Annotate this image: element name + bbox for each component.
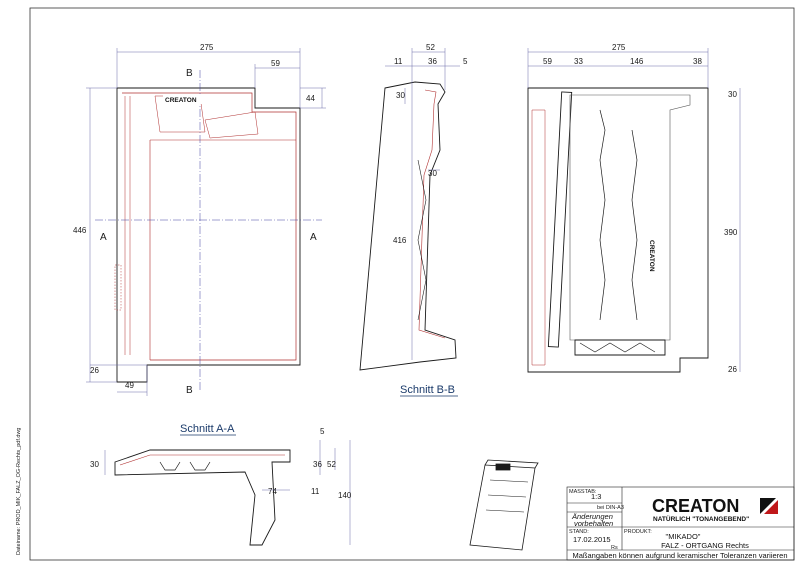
us-dim-b: 33	[574, 57, 583, 66]
date-value: 17.02.2015	[573, 535, 611, 544]
bb-dim-a: 11	[394, 57, 403, 66]
product-sub: FALZ - ORTGANG Rechts	[661, 541, 749, 550]
brand-mark-icon	[760, 498, 778, 514]
us-dim-width: 275	[612, 43, 626, 52]
section-bb-view	[359, 81, 457, 371]
section-mark-b-top: B	[186, 68, 193, 79]
section-mark-a-right: A	[310, 232, 317, 243]
underside-view	[527, 87, 709, 373]
plan-dimensions	[86, 48, 326, 396]
aa-dim-d: 11	[311, 487, 320, 496]
footer-note: Maßangaben können aufgrund keramischer T…	[573, 551, 788, 560]
bb-dim-b: 36	[428, 57, 437, 66]
us-dim-height: 390	[724, 228, 738, 237]
plan-view	[95, 70, 322, 390]
bb-dim-c: 5	[463, 57, 468, 66]
aa-dim-left: 30	[90, 460, 99, 469]
section-bb-title: Schnitt B-B	[400, 384, 455, 396]
product-name: "MIKADO"	[666, 532, 701, 541]
brand-slogan: NATÜRLICH "TONANGEBEND"	[653, 514, 749, 523]
date-label: STAND:	[569, 529, 589, 535]
plan-dim-bottom-left: 49	[125, 381, 134, 390]
section-aa-view	[114, 449, 291, 546]
tile-perspective	[469, 459, 539, 551]
aa-dim-depth: 140	[338, 491, 352, 500]
initials: Rs	[611, 545, 618, 551]
aa-dim-a: 36	[313, 460, 322, 469]
section-mark-a-left: A	[100, 232, 107, 243]
us-dim-c: 146	[630, 57, 644, 66]
file-name-text: Dateiname: PROD_MIK_FALZ_OG-Rechts_pdf.d…	[16, 428, 22, 555]
aa-dim-b: 52	[327, 460, 336, 469]
bb-dim-mid: 30	[428, 169, 437, 178]
plan-dim-right-step: 44	[306, 94, 315, 103]
plan-logo: CREATON	[165, 97, 197, 104]
aa-dim-c: 74	[268, 487, 277, 496]
scale-note: bei DIN-A3	[597, 505, 624, 511]
plan-dim-width: 275	[200, 43, 214, 52]
aa-dim-top: 5	[320, 427, 325, 436]
changes-line-2: vorbehalten	[574, 519, 613, 528]
us-dim-top: 30	[728, 90, 737, 99]
changes-line-1: Änderungen	[571, 512, 613, 521]
us-dim-d: 38	[693, 57, 702, 66]
plan-dim-height: 446	[73, 226, 87, 235]
plan-dim-top-offset: 59	[271, 59, 280, 68]
bb-dim-height: 416	[393, 236, 407, 245]
section-bb-dimensions	[385, 48, 460, 360]
bb-dim-top: 30	[396, 91, 405, 100]
scale-value: 1:3	[591, 492, 601, 501]
section-aa-dimensions	[104, 440, 351, 545]
bb-dim-total: 52	[426, 43, 435, 52]
brand-logo: CREATON	[652, 496, 739, 516]
product-label: PRODUKT:	[624, 529, 652, 535]
plan-dim-bottom: 26	[90, 366, 99, 375]
section-mark-b-bottom: B	[186, 385, 193, 396]
title-block	[566, 486, 795, 561]
underside-logo: CREATON	[648, 240, 655, 272]
scale-label: MASSTAB:	[569, 489, 597, 495]
underside-dimensions	[527, 48, 741, 372]
us-dim-bottom: 26	[728, 365, 737, 374]
section-aa-title: Schnitt A-A	[180, 423, 235, 435]
us-dim-a: 59	[543, 57, 552, 66]
